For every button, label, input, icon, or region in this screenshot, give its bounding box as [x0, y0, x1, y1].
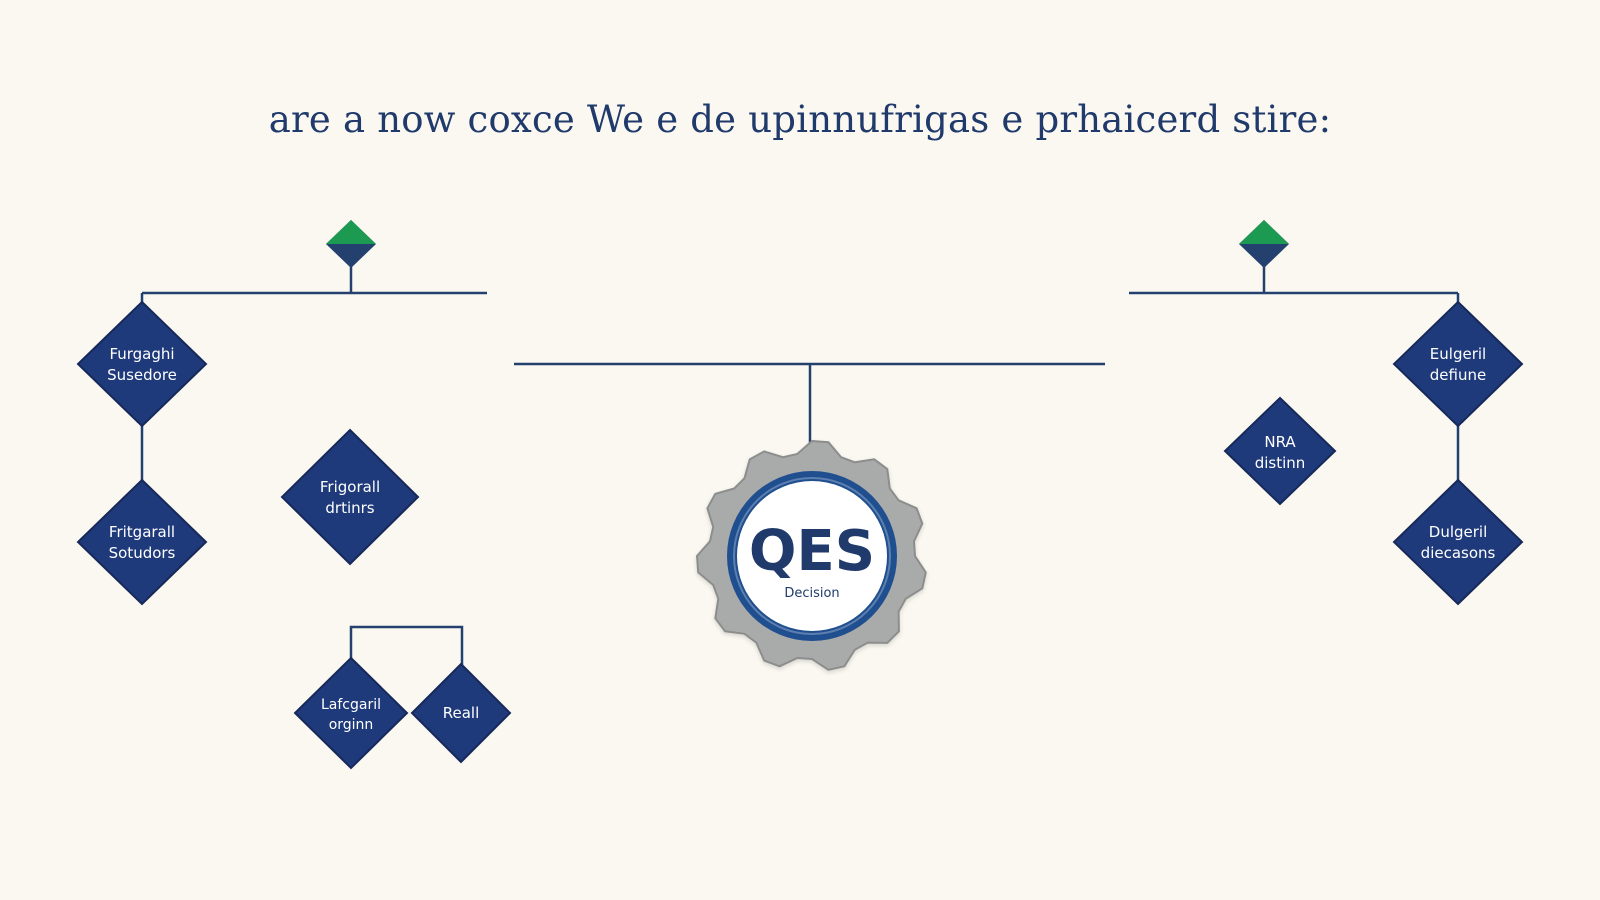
node-label-line2: Susedore — [107, 366, 177, 384]
right-marker — [1239, 220, 1289, 268]
node-label-line1: Furgaghi — [109, 345, 174, 363]
node-label-line1: Lafcgaril — [321, 697, 381, 713]
node-label-line1: Reall — [443, 704, 480, 722]
node-left-bottom[interactable]: Fritgarall Sotudors — [76, 478, 208, 606]
left-small-bracket-line — [349, 625, 464, 668]
node-label-line2: orginn — [329, 717, 374, 733]
node-left-small-a[interactable]: Lafcgaril orginn — [293, 656, 409, 770]
node-label-line2: Sotudors — [109, 544, 176, 562]
qes-decision-seal[interactable]: QES Decision — [695, 439, 927, 671]
node-right-top[interactable]: Eulgeril defiune — [1392, 300, 1524, 428]
node-label-line1: NRA — [1264, 433, 1296, 451]
node-label-line1: Eulgeril — [1430, 345, 1486, 363]
node-shape — [76, 478, 208, 606]
node-label-line1: Fritgarall — [109, 523, 175, 541]
node-label-line2: distinn — [1255, 454, 1306, 472]
connectors — [140, 264, 1460, 668]
node-left-small-b[interactable]: Reall — [410, 662, 512, 764]
seal-label: QES — [749, 519, 875, 584]
node-label-line2: diecasons — [1421, 544, 1496, 562]
node-right-bottom[interactable]: Dulgeril diecasons — [1392, 478, 1524, 606]
node-shape — [410, 662, 512, 764]
diagram-title: are a now coxce We e de upinnufrigas e p… — [268, 98, 1332, 141]
node-label-line2: drtinrs — [325, 499, 374, 517]
node-label-line2: defiune — [1430, 366, 1486, 384]
seal-face — [737, 481, 887, 631]
node-label-line1: Dulgeril — [1429, 523, 1487, 541]
node-left-middle[interactable]: Frigorall drtinrs — [280, 428, 420, 566]
seal-ring-inner — [733, 477, 891, 635]
marker-top-half — [326, 220, 376, 244]
node-shape — [280, 428, 420, 566]
node-shape — [293, 656, 409, 770]
node-left-top[interactable]: Furgaghi Susedore — [76, 300, 208, 428]
seal-sublabel: Decision — [784, 586, 839, 601]
node-shape — [1223, 396, 1337, 506]
left-marker — [326, 220, 376, 268]
node-label-line1: Frigorall — [320, 478, 380, 496]
marker-top-half — [1239, 220, 1289, 244]
node-shape — [1392, 478, 1524, 606]
node-shape — [1392, 300, 1524, 428]
node-right-middle[interactable]: NRA distinn — [1223, 396, 1337, 506]
node-shape — [76, 300, 208, 428]
